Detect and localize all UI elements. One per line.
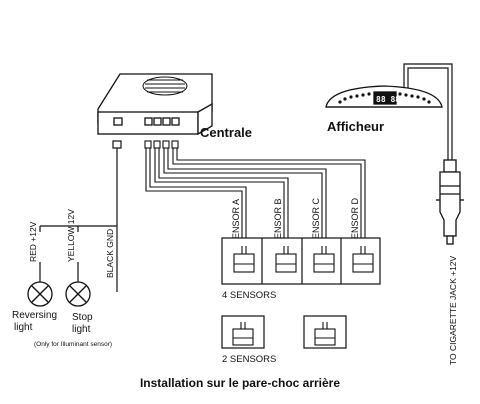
stop-light-label-2: light (72, 324, 91, 335)
power-label: TO CIGARETTE JACK +12V (448, 255, 458, 365)
four-sensors-label: 4 SENSORS (222, 290, 276, 301)
red-wire-label: RED +12V (28, 221, 38, 262)
reversing-light-label-2: light (14, 322, 33, 333)
display-unit (325, 85, 443, 108)
sensor-wires (145, 148, 366, 246)
light-wires (39, 160, 118, 292)
sensor-connectors (144, 140, 179, 149)
sensor-c (313, 246, 335, 273)
sensor-b (275, 246, 297, 273)
lights-connector (112, 140, 122, 160)
display-screen (373, 91, 397, 105)
reversing-lamp-icon (27, 281, 53, 307)
illuminant-note: (Only for Illuminant sensor) (34, 341, 112, 348)
caption: Installation sur le pare-choc arrière (140, 376, 340, 390)
reversing-light-label-1: Reversing (12, 310, 57, 321)
cigarette-plug-icon (436, 159, 464, 245)
sensor-c-label: SENSOR C (311, 197, 321, 245)
black-wire-label: BLACK GND (105, 229, 115, 278)
sensor-right (314, 322, 336, 346)
vent-grille (142, 76, 188, 96)
sensor-d-label: SENSOR D (350, 197, 360, 245)
power-cable (403, 63, 453, 160)
sensor-labels: SENSOR A SENSOR B SENSOR C SENSOR D (231, 197, 360, 245)
yellow-wire-label: YELLOW 12V (66, 209, 76, 262)
display-unit-label: Afficheur (327, 119, 384, 134)
sensor-b-label: SENSOR B (273, 198, 283, 245)
display-leds (338, 92, 431, 104)
two-sensors-label: 2 SENSORS (222, 354, 276, 365)
sensor-a (233, 246, 255, 273)
sensor-left (232, 322, 254, 346)
stop-light-label-1: Stop (72, 312, 93, 323)
central-unit-label: Centrale (200, 125, 252, 140)
central-unit (97, 73, 213, 136)
stop-lamp-icon (65, 281, 91, 307)
display-readout: 88 88 (376, 95, 400, 104)
sensor-d (352, 246, 374, 273)
sensor-a-label: SENSOR A (231, 199, 241, 245)
